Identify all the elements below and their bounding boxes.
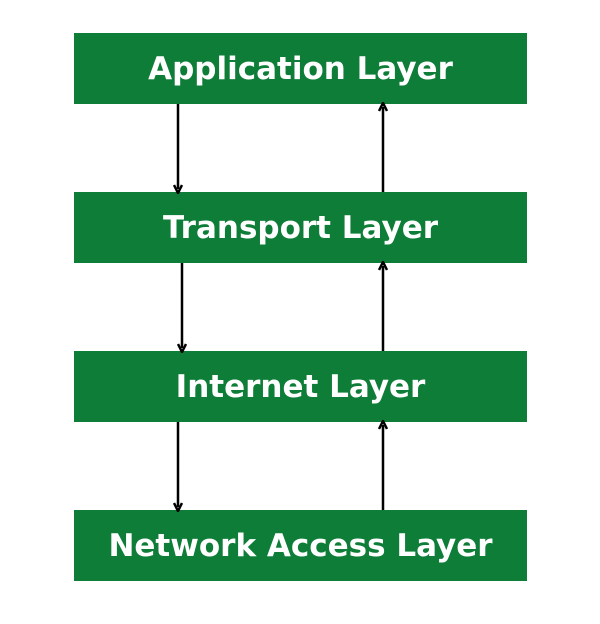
transport-layer-box: Transport Layer — [74, 192, 527, 263]
internet-layer-label: Internet Layer — [175, 368, 426, 405]
internet-layer-box: Internet Layer — [74, 351, 527, 422]
network-access-layer-label: Network Access Layer — [108, 527, 493, 564]
application-layer-label: Application Layer — [148, 50, 453, 87]
application-layer-box: Application Layer — [74, 33, 527, 104]
network-access-layer-box: Network Access Layer — [74, 510, 527, 581]
transport-layer-label: Transport Layer — [162, 209, 439, 246]
